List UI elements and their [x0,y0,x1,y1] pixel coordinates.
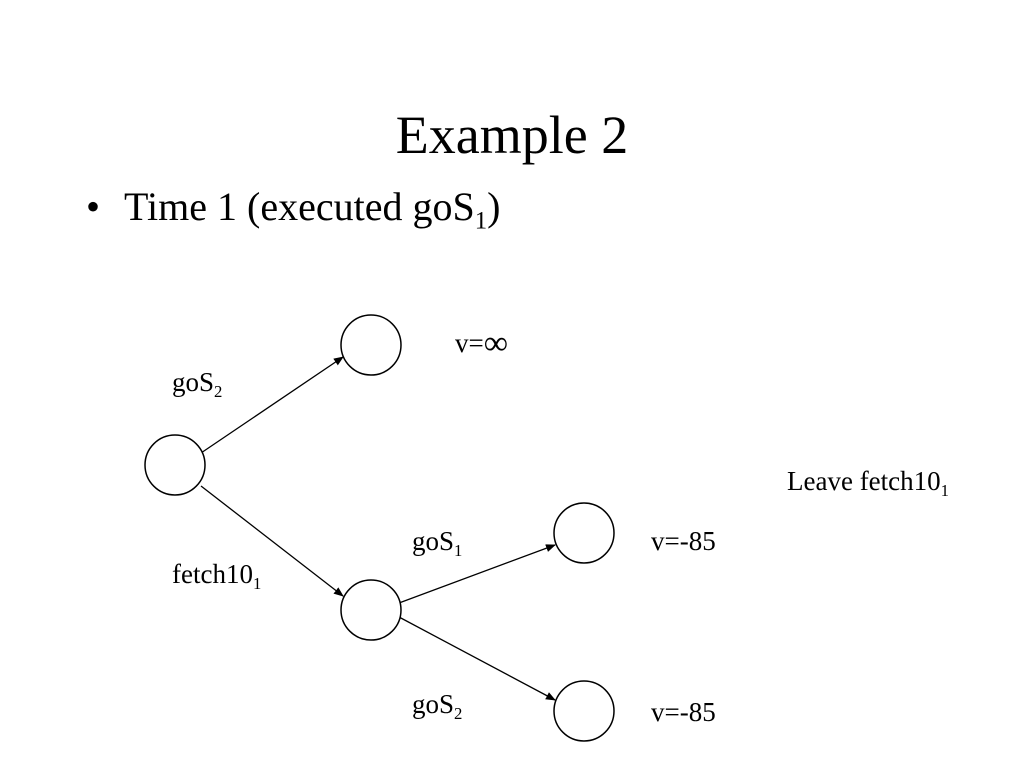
bullet-text: Time 1 (executed goS [124,184,475,229]
decision-label: Leave fetch101 [787,466,950,500]
edge-label-gos2-lower: goS2 [412,689,463,723]
edge-root-to-top [200,356,344,454]
bullet-subscript: 1 [474,207,488,235]
bullet-dot-icon: • [86,184,101,229]
bullet-item: • Time 1 (executed goS1) [86,182,501,235]
edge-label-gos2: goS2 [172,367,223,401]
gos1-leaf-node [553,502,615,564]
root-node [144,434,206,496]
gos2-leaf-node [553,680,615,742]
bullet-text-end: ) [487,184,501,229]
edge-root-to-mid [200,485,344,597]
value-label-gos2: v=-85 [651,697,716,727]
edge-mid-to-g2 [398,616,556,701]
value-label-gos1: v=-85 [651,526,716,556]
slide-title: Example 2 [395,105,629,165]
infinity-symbol: ∞ [483,325,508,362]
value-label-top: v=∞ [455,325,508,362]
edge-mid-to-g1 [398,544,556,604]
gos2-child-node [340,314,402,376]
edge-label-gos1: goS1 [412,526,463,560]
fetch10-child-node [340,579,402,641]
edge-label-fetch10: fetch101 [172,559,262,593]
